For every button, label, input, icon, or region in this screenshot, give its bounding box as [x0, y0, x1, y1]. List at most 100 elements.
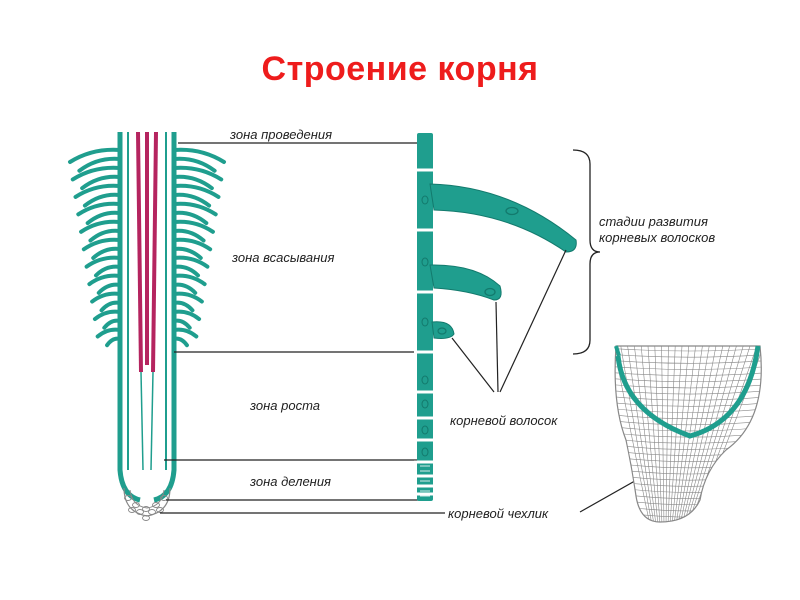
cap-cell [152, 502, 160, 508]
epidermis-cell-column [414, 133, 577, 501]
root-hair-right [172, 309, 202, 322]
zone-divider-lines [160, 142, 445, 514]
cell-column-line [685, 346, 737, 522]
cell-column-line [687, 346, 744, 522]
vascular-bundle-left [136, 131, 143, 373]
cell-wall [414, 492, 436, 496]
root-hair-right [172, 174, 214, 191]
root-hair-right [172, 273, 207, 287]
root-hair-right [172, 318, 192, 330]
label-hair-stages-line2: корневых волосков [599, 230, 715, 245]
cell-column-line [647, 346, 661, 522]
root-hair-left [105, 336, 122, 348]
label-absorption-zone: зона всасывания [231, 250, 335, 265]
cell-column-line [640, 346, 659, 522]
root-tip-detail [605, 345, 775, 536]
cell-column-line [677, 346, 710, 522]
cell-nucleus [421, 317, 429, 327]
root-hair-left [82, 192, 122, 208]
root-hair-left [84, 255, 122, 269]
root-tip-outline [614, 345, 762, 523]
root-hair-left [96, 282, 122, 295]
cell-wall [414, 168, 436, 172]
root-outer-wall-right [153, 132, 177, 503]
cell-column-line [665, 346, 669, 522]
root-hair-right [172, 336, 189, 348]
root-hair-left [88, 228, 122, 243]
root-hair-right [172, 327, 199, 339]
cap-cell [128, 507, 136, 513]
root-cap-cells [124, 495, 168, 521]
cap-cell [136, 509, 144, 515]
root-hair-right [172, 255, 210, 269]
root-hair-right [172, 192, 212, 208]
root-hair-left [99, 300, 122, 313]
root-hair-nucleus-3 [484, 287, 496, 297]
cell-row [605, 528, 775, 536]
cell-column-line [620, 346, 653, 522]
root-hair-left [70, 165, 122, 182]
cell-wall [414, 290, 436, 294]
root-longitudinal-view [68, 131, 226, 521]
cell-column-line [654, 346, 663, 522]
cell-nucleus [421, 425, 429, 435]
root-outer-wall-left [117, 132, 141, 503]
cell-wall [414, 416, 436, 420]
cell-column-line [661, 346, 665, 522]
root-hair-leader-lines [451, 249, 567, 393]
cell-column-line [667, 346, 676, 522]
cell-column-line [679, 346, 717, 522]
cell-wall [414, 438, 436, 442]
root-hair-nucleus-2 [437, 327, 447, 335]
cell-nucleus [421, 447, 429, 457]
root-hair-left [94, 264, 122, 278]
cell-wall [414, 228, 436, 232]
root-hair-stage-3 [429, 264, 502, 301]
cell-column-body [417, 133, 433, 501]
label-root-cap: корневой чехлик [448, 506, 549, 521]
cap-cell [124, 495, 132, 501]
leader-root-cap-right [579, 477, 641, 513]
cell-column-line [673, 346, 696, 522]
label-hair-stages-line1: стадии развития [599, 214, 708, 229]
root-hair-right [172, 219, 215, 234]
label-conduction-zone: зона проведения [229, 127, 332, 142]
root-hair-stage-2 [431, 321, 455, 339]
cell-column-line [671, 346, 690, 522]
root-hair-left [81, 237, 122, 252]
root-hair-left [68, 147, 122, 164]
root-hair-left [91, 246, 122, 260]
root-cap-inner [129, 489, 165, 509]
cell-wall [414, 390, 436, 394]
cell-column-line [669, 346, 683, 522]
root-hair-left [80, 174, 122, 191]
cell-column-line [681, 346, 724, 522]
cap-cell [142, 506, 150, 512]
root-hair-right [172, 183, 221, 199]
root-hair-left [79, 219, 122, 234]
root-hair-left [76, 201, 122, 217]
cap-cell [160, 495, 168, 501]
label-growth-zone: зона роста [249, 398, 320, 413]
cell-row [615, 521, 762, 522]
root-hair-left [85, 210, 122, 226]
meristem-boundary [615, 345, 761, 439]
root-hair-right [172, 264, 200, 278]
root-hair-right [172, 201, 218, 217]
central-cylinder-left [140, 371, 144, 471]
central-cylinder-right [150, 371, 154, 471]
cell-wall [414, 350, 436, 354]
root-hair-nucleus-4 [505, 206, 519, 216]
root-hair-stage-4 [429, 183, 577, 253]
cell-row [615, 515, 762, 522]
root-hair-left [77, 156, 122, 173]
root-hair-left [92, 309, 122, 322]
cap-cell [156, 507, 164, 513]
root-hair-right [172, 147, 226, 164]
stages-bracket [572, 149, 601, 355]
root-hair-left [102, 318, 122, 330]
cap-cell [142, 515, 150, 521]
vascular-bundle-right [151, 131, 158, 373]
root-hair-right [172, 291, 204, 304]
cap-cell [148, 509, 156, 515]
